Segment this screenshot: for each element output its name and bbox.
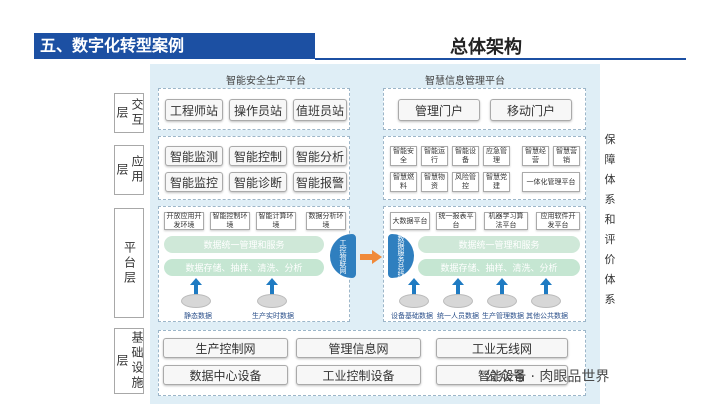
app-smart-fuel: 智慧燃料	[390, 172, 417, 192]
watermark-text: 公众号 · 肉眼品世界	[484, 369, 610, 385]
app-smart-marketing: 智慧营销	[553, 146, 580, 166]
infra-smart-devices: 智能设备	[436, 365, 568, 385]
platform-ml-algorithm: 机器学习算法平台	[484, 212, 528, 230]
layer-label-infrastructure: 基础设施层	[114, 328, 144, 394]
infra-control-equipment: 工业控制设备	[296, 365, 421, 385]
app-emergency-mgmt: 应急管理	[483, 146, 510, 166]
layer-label-platform: 平台层	[114, 208, 144, 318]
page-title: 总体架构	[450, 37, 522, 58]
db-static-data-label: 静态数据	[184, 312, 212, 320]
app-smart-business: 智慧经营	[522, 146, 549, 166]
header-divider	[315, 58, 686, 60]
section-title-bar: 五、数字化转型案例	[34, 33, 315, 59]
app-integrated-mgmt: 一体化管理平台	[522, 172, 580, 192]
right-data-processing-bar: 数据存储、抽样、清洗、分析	[418, 259, 580, 276]
infra-wireless-network: 工业无线网	[436, 338, 568, 358]
interaction-left-title: 智能安全生产平台	[226, 76, 306, 87]
db-equipment-data-label: 设备基础数据	[391, 312, 433, 320]
database-icon	[531, 294, 561, 308]
database-icon	[399, 294, 429, 308]
app-smart-monitoring: 智能监测	[165, 146, 223, 166]
engineer-station: 工程师站	[165, 99, 223, 121]
up-arrow-icon	[190, 278, 202, 296]
app-smart-safety: 智能安全	[390, 146, 417, 166]
db-production-mgmt-label: 生产管理数据	[482, 312, 524, 320]
mobile-portal: 移动门户	[490, 99, 572, 121]
platform-unified-report: 统一报表平台	[436, 212, 476, 230]
up-arrow-icon	[266, 278, 278, 296]
database-icon	[487, 294, 517, 308]
operator-station: 操作员站	[229, 99, 287, 121]
layer-label-interaction: 交互层	[114, 93, 144, 133]
duty-station: 值班员站	[293, 99, 347, 121]
app-smart-diagnosis: 智能诊断	[229, 172, 287, 192]
platform-open-dev-env: 开放应用开发环境	[164, 212, 204, 230]
up-arrow-icon	[540, 278, 552, 296]
app-smart-alarm: 智能报警	[293, 172, 347, 192]
infra-datacenter: 数据中心设备	[163, 365, 288, 385]
db-public-data-label: 其他公共数据	[526, 312, 568, 320]
infra-production-network: 生产控制网	[163, 338, 288, 358]
infra-mis-network: 管理信息网	[296, 338, 421, 358]
left-data-processing-bar: 数据存储、抽样、清洗、分析	[164, 259, 324, 276]
app-risk-control: 风险管控	[452, 172, 479, 192]
management-portal: 管理门户	[398, 99, 480, 121]
database-icon	[181, 294, 211, 308]
up-arrow-icon	[452, 278, 464, 296]
app-smart-analysis: 智能分析	[293, 146, 347, 166]
database-icon	[257, 294, 287, 308]
assurance-evaluation-label: 保障体系和评价体系	[604, 133, 616, 306]
app-smart-control: 智能控制	[229, 146, 287, 166]
arrow-right-icon	[360, 250, 382, 264]
platform-app-dev: 应用软件开发平台	[536, 212, 580, 230]
interaction-right-title: 智慧信息管理平台	[425, 76, 505, 87]
db-realtime-data-label: 生产实时数据	[252, 312, 294, 320]
platform-big-data: 大数据平台	[390, 212, 430, 230]
app-smart-operation: 智能运行	[421, 146, 448, 166]
right-data-service-bar: 数据统一管理和服务	[418, 236, 580, 253]
up-arrow-icon	[496, 278, 508, 296]
up-arrow-icon	[408, 278, 420, 296]
left-data-service-bar: 数据统一管理和服务	[164, 236, 324, 253]
database-icon	[443, 294, 473, 308]
platform-data-analysis-env: 数据分析环境	[306, 212, 346, 230]
app-smart-party: 智慧党建	[483, 172, 510, 192]
app-smart-materials: 智慧物资	[421, 172, 448, 192]
app-smart-equipment: 智能设备	[452, 146, 479, 166]
layer-label-application: 应用层	[114, 145, 144, 195]
app-smart-surveillance: 智能监控	[165, 172, 223, 192]
platform-smart-compute-env: 智能计算环境	[256, 212, 296, 230]
platform-smart-control-env: 智能控制环境	[210, 212, 250, 230]
db-personnel-data-label: 统一人员数据	[437, 312, 479, 320]
